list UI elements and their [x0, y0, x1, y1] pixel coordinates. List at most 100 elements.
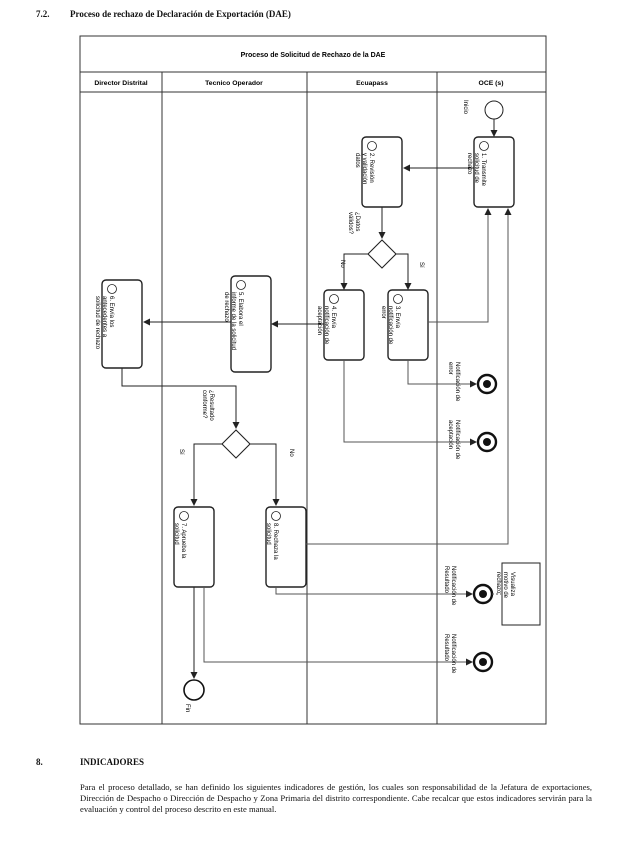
user-task-icon: [179, 511, 189, 521]
flow-g2-yes: [190, 443, 222, 506]
flow-t4-to-end-aceptacion: [343, 360, 477, 446]
section-title: Proceso de rechazo de Declaración de Exp…: [70, 9, 291, 19]
task-4-line-1: 4. Envía: [330, 306, 336, 329]
lane-label-tecnico: Tecnico Operador: [205, 80, 263, 87]
bpmn-diagram: Proceso de Solicitud de Rechazo de la DA…: [79, 35, 547, 725]
flow-t8-to-t1: [306, 208, 512, 545]
service-task-icon: [367, 141, 377, 151]
gateway-resultado-conforme: [221, 429, 251, 459]
end-event-4-label-1: Notificación de: [450, 634, 456, 674]
start-event: [484, 100, 504, 120]
end-event-fin: [183, 679, 205, 701]
end-event-error: [476, 373, 498, 395]
task-5-line-3: de rechazo: [223, 292, 229, 322]
task-9-line-1: Visualiza: [509, 572, 515, 597]
user-task-icon: [236, 280, 246, 290]
gateway-2-no-label: No: [288, 449, 294, 457]
flow-t3-to-end-error: [407, 360, 477, 388]
svg-text:¿Resultado conforme?: ¿Resultado conforme?: [201, 390, 214, 422]
task-notificacion-aceptacion: 4. Envía notificación de aceptación: [316, 289, 365, 361]
task-visualiza-motivo: Visualiza motivo de rechazo: [495, 562, 541, 626]
task-9-line-2: motivo de: [502, 572, 508, 599]
svg-text:6. Envía los antecedente: 6. Envía los antecedentes a solicitud de…: [94, 296, 114, 350]
user-task-icon: [107, 284, 117, 294]
svg-text:Notificación de Resultado: Notificación de Resultado: [443, 566, 456, 607]
lane-label-oce: OCE (s): [479, 80, 504, 87]
svg-text:Notificación de error: Notificación de error: [447, 362, 460, 403]
svg-text:7. Aprueba la solicitud: 7. Aprueba la solicitud: [173, 523, 186, 560]
task-5-line-1: 5. Elabora el: [237, 292, 243, 326]
task-9-line-3: rechazo: [495, 572, 501, 594]
gateway-2-question-2: conforme?: [201, 390, 207, 419]
end-event-resultado-rechazo: [472, 583, 494, 605]
flow-g1-no: [340, 253, 368, 290]
task-4-line-2: notificación de: [323, 306, 329, 345]
flow-t8-to-end-resultado: [275, 587, 473, 598]
indicators-paragraph: Para el proceso detallado, se han defini…: [80, 782, 592, 814]
section-8-number: 8.: [36, 757, 43, 767]
end-event-3-label-1: Notificación de: [450, 566, 456, 606]
start-event-label: Inicio: [462, 100, 468, 115]
task-2-line-1: 2. Revisión: [368, 153, 374, 183]
end-event-1-label-1: Notificación de: [454, 362, 460, 402]
section-8-title: INDICADORES: [80, 757, 145, 767]
svg-text:3. Envía notificación de: 3. Envía notificación de error: [380, 306, 400, 346]
pool-title: Proceso de Solicitud de Rechazo de la DA…: [241, 52, 386, 59]
task-1-line-2: solicitud de: [473, 153, 479, 184]
user-task-icon: [271, 511, 281, 521]
svg-text:Notificación de Resultado: Notificación de Resultado: [443, 634, 456, 675]
end-event-aceptacion: [476, 431, 498, 453]
svg-text:Visualiza motivo de: Visualiza motivo de rechazo: [495, 572, 515, 600]
task-3-line-1: 3. Envía: [394, 306, 400, 329]
task-1-line-3: rechazo: [466, 153, 472, 175]
flow-t6-to-g2: [121, 368, 240, 429]
end-event-resultado-aprobado: [472, 651, 494, 673]
task-elabora-informe: 5. Elabora el informe de la solicitud de…: [223, 275, 272, 373]
flow-t3-to-t1: [428, 208, 492, 323]
flow-g2-no: [250, 443, 280, 506]
svg-text:Notificación de aceptación: Notificación de aceptación: [447, 420, 460, 461]
task-7-line-2: solicitud: [173, 523, 179, 545]
task-3-line-2: notificación de: [387, 306, 393, 345]
task-4-line-3: aceptación: [316, 306, 322, 335]
task-6-line-1: 6. Envía los: [108, 296, 114, 327]
svg-text:¿Datos válidos?: ¿Datos válidos?: [347, 212, 360, 235]
gateway-1-no-label: No: [339, 260, 345, 268]
end-event-1-label-2: error: [447, 362, 453, 375]
task-rechaza-solicitud: 8. Rechaza la solicitud: [265, 506, 307, 588]
pool-frame: [79, 35, 547, 725]
service-task-icon: [329, 294, 339, 304]
flow-g1-yes: [396, 253, 412, 290]
end-event-fin-label: Fin: [184, 704, 190, 712]
lane-label-ecuapass: Ecuapass: [356, 80, 388, 87]
task-7-line-1: 7. Aprueba la: [180, 523, 186, 559]
end-event-2-label-1: Notificación de: [454, 420, 460, 460]
gateway-2-question-1: ¿Resultado: [208, 390, 214, 421]
service-task-icon: [393, 294, 403, 304]
task-revision-validacion: 2. Revisión y validación datos: [354, 136, 403, 208]
end-event-3-label-2: Resultado: [443, 566, 449, 594]
task-2-line-3: datos: [354, 153, 360, 168]
user-task-icon: [479, 141, 489, 151]
task-transmite-solicitud: 1. Transmite solicitud de rechazo: [466, 136, 515, 208]
task-5-line-2: informe de la solicitud: [230, 292, 236, 350]
section-number: 7.2.: [36, 9, 50, 19]
gateway-1-question-1: ¿Datos: [354, 212, 360, 231]
lane-label-director: Director Distrital: [94, 80, 147, 87]
task-1-line-1: 1. Transmite: [480, 153, 486, 187]
gateway-1-yes-label: Sí: [418, 262, 424, 268]
task-envia-antecedentes: 6. Envía los antecedentes a solicitud de…: [94, 279, 143, 369]
svg-text:5. Elabora el informe de: 5. Elabora el informe de la solicitud de…: [223, 292, 243, 352]
task-6-line-3: solicitud de rechazo: [94, 296, 100, 350]
task-6-line-2: antecedentes a: [101, 296, 107, 338]
end-event-2-label-2: aceptación: [447, 420, 453, 449]
gateway-1-question-2: válidos?: [347, 212, 353, 235]
flow-t7-to-end-resultado: [203, 587, 473, 666]
end-event-4-label-2: Resultado: [443, 634, 449, 662]
task-8-line-1: 8. Rechaza la: [272, 523, 278, 560]
svg-text:8. Rechaza la solicitud: 8. Rechaza la solicitud: [265, 523, 278, 561]
svg-text:4. Envía notificación de: 4. Envía notificación de aceptación: [316, 306, 336, 346]
gateway-2-yes-label: Sí: [178, 449, 184, 455]
task-notificacion-error: 3. Envía notificación de error: [380, 289, 429, 361]
task-2-line-2: y validación: [361, 153, 367, 184]
